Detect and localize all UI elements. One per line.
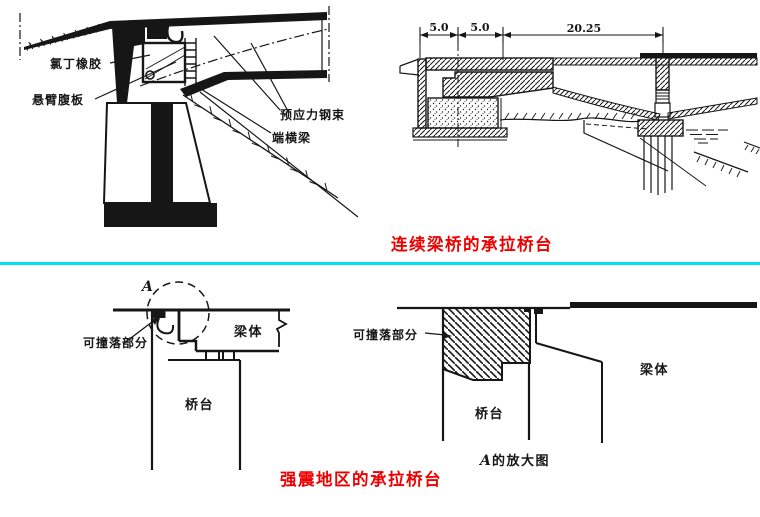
leader-rubber [109,54,151,64]
ground-line [499,117,641,123]
top-right-diagram: 5.0 5.0 20.25 [399,21,760,195]
approach-slab [425,57,554,71]
label-beam-body: 梁体 [233,324,263,339]
label-knock-off: 可撞落部分 [353,327,418,342]
joint-clip-1 [524,308,529,312]
backfill-stipple [427,97,499,129]
pier-base [654,102,671,118]
bearing-pad-2 [222,350,235,361]
backwall [417,58,427,129]
section-divider [0,262,760,265]
abutment-stem [151,103,173,203]
knock-off-block [442,307,531,381]
laminated-bearing [655,89,670,104]
label-end-cross-beam: 端横梁 [272,130,311,145]
dim-20-25: 20.25 [567,22,601,35]
caption-top: 连续梁桥的承拉桥台 [391,236,553,254]
leader-end-beam [200,88,272,134]
anchor-hook [166,25,184,44]
deck-thick-band [570,302,757,308]
label-prestress-tendon: 预应力钢束 [280,107,345,122]
deck-surface [640,53,757,58]
river-bank-ticks [696,144,760,178]
tendon-centerline [139,28,329,87]
beam-step [179,339,198,351]
label-cantilever-web: 悬臂腹板 [31,92,84,107]
beam-bottom-flange [180,70,327,97]
knock-off-nub [152,310,166,318]
river-bank-line [693,141,760,173]
right-soffit-band [667,97,758,120]
leader-knock-off [122,318,157,345]
detail-mark: A [140,279,153,295]
tendon-ducts [144,46,186,80]
embankment-hatch [26,23,103,51]
label-knock-off: 可撞落部分 [83,335,148,350]
beam-chamfer [535,342,603,363]
label-abutment: 桥台 [475,406,504,421]
dim-5-right: 5.0 [470,21,489,34]
slope-line-outer [199,91,359,218]
label-abutment: 桥台 [185,397,214,412]
detail-title-suffix: 的放大图 [492,453,550,468]
broken-piece-curl [156,317,175,335]
footing [104,203,217,227]
top-left-diagram: 氯丁橡胶 悬臂腹板 预应力钢束 端横梁 [19,6,359,227]
beam-break-mark [275,310,288,347]
detail-circle [146,281,210,345]
leader-web [94,61,177,100]
abutment-backwall [112,27,145,103]
detail-title-mark: A [478,453,491,469]
joint-clip-2 [534,308,543,314]
beam-end-block [442,71,554,98]
leader-knock-off [424,332,446,336]
caption-bottom: 强震地区的承拉桥台 [280,471,442,489]
front-slope-line [639,137,707,187]
leader-arrowhead [151,317,159,325]
extension-lines [419,42,664,60]
corbel-block [147,26,167,39]
deck-slab [24,12,327,50]
label-rubber: 氯丁橡胶 [50,56,102,71]
berm-outline [583,120,669,172]
deck-band [552,57,758,66]
pile-cap [637,119,684,137]
ground-ticks [504,112,636,120]
label-beam-body: 梁体 [639,362,669,377]
end-diaphragm-ladder [184,38,197,86]
leader-tendon-1 [213,35,281,111]
leader-arrowhead [443,333,452,339]
piles [643,136,673,195]
leader-tendon-2 [250,42,290,114]
bearing-pin [145,70,155,80]
pier-stem [655,54,670,91]
abutment-footing [412,127,508,138]
wing-bracket [399,58,420,76]
bottom-right-diagram: 可撞落部分 梁体 桥台 A 的放大图 [353,302,757,469]
bottom-left-diagram: A 可撞落部分 梁体 桥台 [83,279,290,470]
bearing-pad-1 [205,350,220,361]
water-lines [686,129,728,144]
dim-5-left: 5.0 [429,21,448,34]
